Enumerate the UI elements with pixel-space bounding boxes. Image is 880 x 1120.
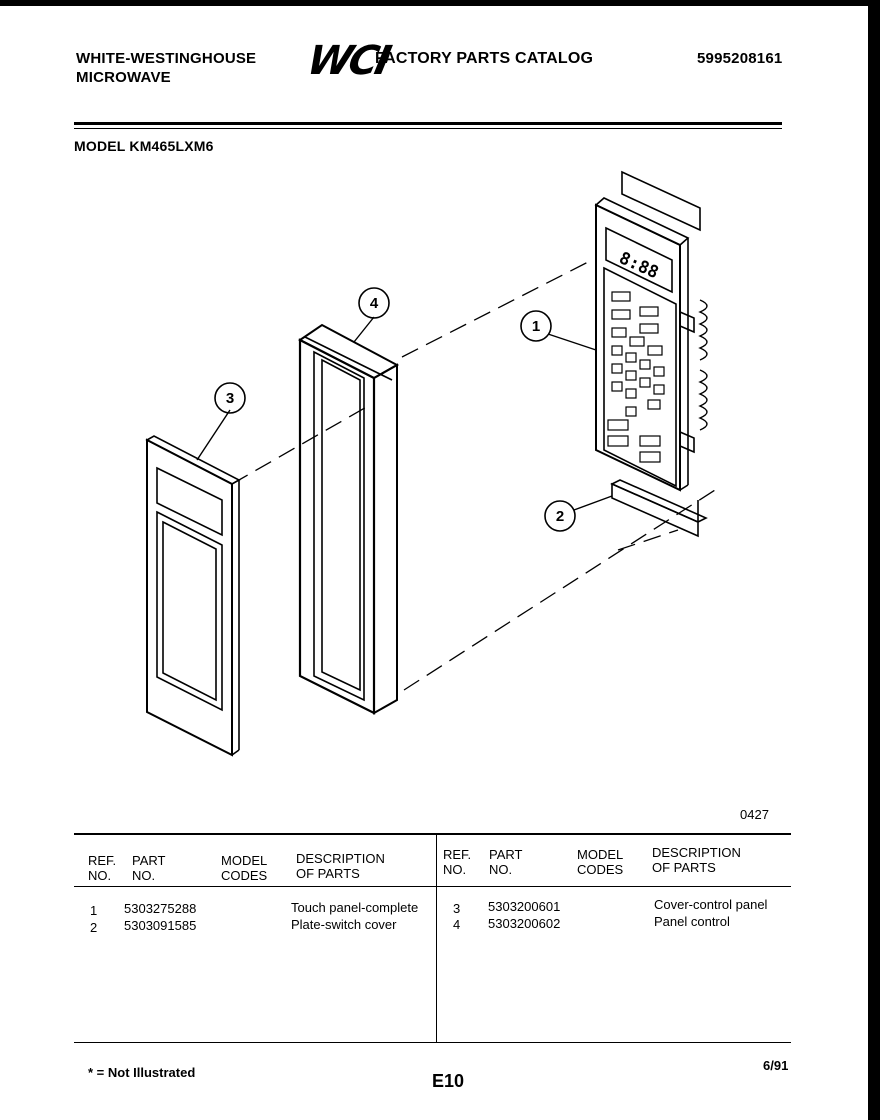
model-label: MODEL KM465LXM6	[74, 138, 214, 154]
revision-date: 6/91	[763, 1058, 789, 1073]
not-illustrated-note: * = Not Illustrated	[88, 1065, 196, 1080]
left-header-ref: REF. NO.	[88, 853, 117, 883]
table-top-rule	[74, 833, 791, 835]
brand-line-1: WHITE-WESTINGHOUSE	[76, 50, 257, 67]
right-row-1-part: 5303200601	[488, 899, 561, 914]
callout-label-4: 4	[370, 295, 379, 312]
brand-line-2: MICROWAVE	[76, 69, 171, 86]
left-row-1-desc: Touch panel-complete	[291, 900, 419, 915]
exploded-parts-diagram: 8:88 1 2 3 4	[145, 170, 716, 757]
left-row-2-part: 5303091585	[124, 918, 197, 933]
part-3-touch-panel	[145, 435, 241, 757]
left-row-1-part: 5303275288	[124, 901, 197, 916]
right-row-1-ref: 3	[453, 901, 461, 916]
catalog-title: FACTORY PARTS CATALOG	[375, 50, 594, 67]
right-header-part: PART NO.	[489, 847, 523, 877]
left-row-1-ref: 1	[90, 903, 98, 918]
left-header-desc: DESCRIPTION OF PARTS	[296, 851, 385, 881]
callout-circle-2	[544, 500, 576, 532]
right-header-ref: REF. NO.	[443, 847, 472, 877]
right-row-2-desc: Panel control	[654, 914, 730, 929]
callout-circle-3	[214, 382, 246, 414]
left-row-2-desc: Plate-switch cover	[291, 917, 397, 932]
header-rule-thick	[74, 122, 782, 125]
page-number: E10	[432, 1071, 465, 1091]
callout-label-1: 1	[532, 318, 540, 335]
callout-circle-4	[358, 287, 390, 319]
right-header-codes: MODEL CODES	[577, 847, 624, 877]
table-bottom-rule	[74, 1042, 791, 1043]
drawing-code: 0427	[740, 807, 769, 822]
left-header-part: PART NO.	[132, 853, 166, 883]
callout-circle-1	[520, 310, 552, 342]
table-header-rule	[74, 886, 791, 887]
table-center-divider	[436, 834, 437, 1042]
part-1-control-assembly	[594, 170, 708, 492]
catalog-number: 5995208161	[697, 50, 783, 67]
scan-right-edge	[868, 0, 880, 1120]
header-rule-thin	[74, 128, 782, 129]
alignment-lines	[231, 259, 716, 691]
callout-label-2: 2	[556, 508, 564, 525]
part-4-panel-frame	[298, 323, 400, 715]
right-row-2-part: 5303200602	[488, 916, 561, 931]
scan-top-edge	[0, 0, 880, 6]
right-row-1-desc: Cover-control panel	[654, 897, 768, 912]
left-row-2-ref: 2	[90, 920, 98, 935]
callout-label-3: 3	[226, 390, 234, 407]
part-2-switch-cover	[610, 479, 708, 538]
left-header-codes: MODEL CODES	[221, 853, 268, 883]
right-row-2-ref: 4	[453, 917, 461, 932]
right-header-desc: DESCRIPTION OF PARTS	[652, 845, 741, 875]
